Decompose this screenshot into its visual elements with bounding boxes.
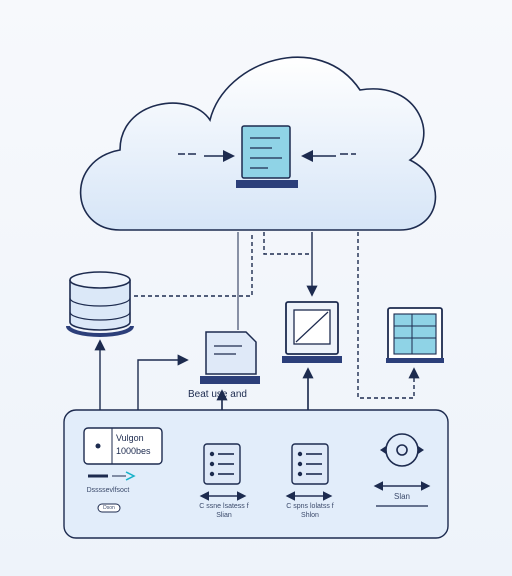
server-icon[interactable] bbox=[236, 125, 298, 188]
list-icon[interactable] bbox=[291, 443, 329, 485]
right-caption: Slan bbox=[393, 492, 410, 501]
cycle-icon[interactable] bbox=[380, 433, 424, 467]
widget-text-1: Vulgon bbox=[116, 433, 144, 443]
widget-text-2: 1000bes bbox=[116, 446, 151, 456]
display-icon[interactable] bbox=[386, 307, 444, 363]
connectors bbox=[94, 232, 420, 443]
mid2-caption-1: C spns lolatss f bbox=[286, 503, 334, 510]
left-widget[interactable] bbox=[83, 427, 163, 465]
left-controls bbox=[88, 471, 136, 513]
monitor-icon[interactable] bbox=[282, 301, 342, 363]
range-arrows bbox=[199, 481, 431, 507]
cloud-arrows bbox=[178, 150, 356, 162]
mid2-caption-2: Shlon bbox=[301, 512, 319, 519]
left-caption-1: Dssssevlfsoct bbox=[86, 487, 130, 494]
list-icon[interactable] bbox=[203, 443, 241, 485]
mid1-caption-2: Slian bbox=[216, 512, 232, 519]
database-icon[interactable] bbox=[66, 271, 134, 337]
mid1-caption-1: C ssne lsatess f bbox=[199, 503, 249, 510]
left-caption-2: Dson bbox=[103, 505, 115, 511]
bottom-center-label: Beat use and bbox=[188, 389, 247, 400]
document-icon[interactable] bbox=[200, 331, 260, 384]
